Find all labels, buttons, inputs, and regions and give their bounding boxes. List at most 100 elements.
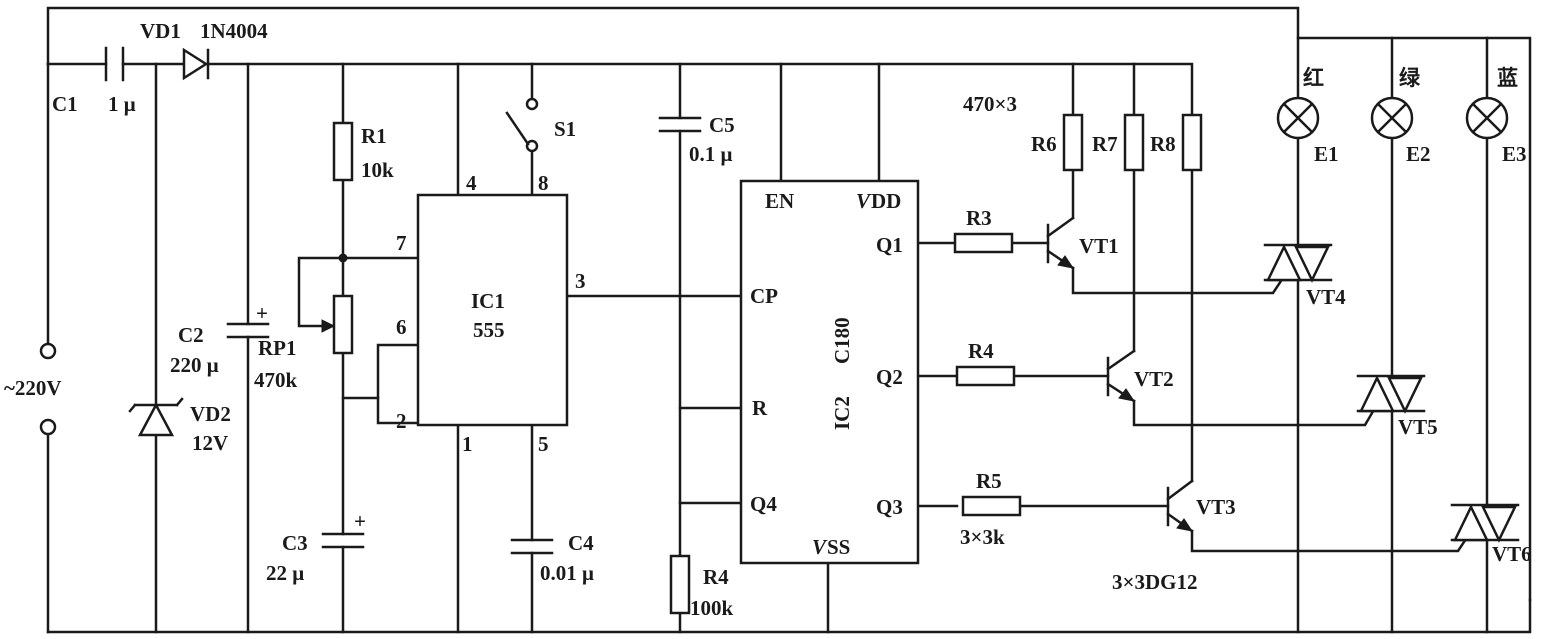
label-r1-value: 10k [361, 158, 394, 182]
label-vt6: VT6 [1492, 542, 1532, 566]
resistor-r6 [1062, 113, 1084, 172]
label-en: EN [765, 189, 794, 213]
resistor-r5 [961, 495, 1022, 517]
capacitor-c4 [510, 538, 554, 555]
label-pin6: 6 [396, 315, 407, 339]
label-supply: ~220V [4, 376, 62, 400]
resistor-r7 [1123, 113, 1145, 172]
label-ic1-type: 555 [473, 318, 505, 342]
label-r1: R1 [361, 124, 387, 148]
capacitor-c5 [658, 116, 702, 133]
capacitor-c2 [226, 322, 270, 339]
label-c5-value: 0.1 μ [689, 142, 733, 166]
label-ic1: IC1 [471, 289, 505, 313]
label-vdd-sub: DD [871, 189, 901, 213]
label-r8: R8 [1150, 132, 1176, 156]
label-pin8: 8 [538, 171, 549, 195]
label-r3: R3 [966, 206, 992, 230]
capacitor-c1 [104, 46, 125, 82]
label-c4-value: 0.01 μ [540, 561, 594, 585]
label-r4-value: 100k [690, 596, 734, 620]
label-c5: C5 [709, 113, 735, 137]
label-lamp-blue: 蓝 [1497, 66, 1518, 90]
triac-vt5 [1356, 374, 1426, 414]
resistor-r3 [953, 232, 1014, 254]
label-r6: R6 [1031, 132, 1057, 156]
label-lamp-green: 绿 [1399, 66, 1421, 90]
resistor-r1 [332, 121, 354, 182]
label-q1: Q1 [876, 233, 903, 257]
label-vt1: VT1 [1079, 234, 1119, 258]
potentiometer-rp1 [321, 294, 354, 355]
label-ic2: IC2 [830, 396, 854, 430]
resistor-r4-small [955, 365, 1016, 387]
label-e1: E1 [1314, 142, 1339, 166]
label-pin3: 3 [575, 269, 586, 293]
label-r678-value: 470×3 [963, 92, 1017, 116]
lamp-e3 [1465, 96, 1509, 140]
label-c3-value: 22 μ [266, 561, 304, 585]
triac-vt4 [1263, 243, 1333, 283]
ic2-c180-counter [739, 179, 920, 565]
label-vt2: VT2 [1134, 367, 1174, 391]
label-vt5: VT5 [1398, 415, 1438, 439]
label-vt4: VT4 [1306, 285, 1346, 309]
label-r-pin: R [752, 396, 768, 420]
label-rp1: RP1 [258, 336, 297, 360]
label-c2-plus: + [256, 301, 268, 325]
label-vt3: VT3 [1196, 495, 1236, 519]
label-q2: Q2 [876, 365, 903, 389]
label-r7: R7 [1092, 132, 1118, 156]
label-cp: CP [750, 284, 778, 308]
label-c3-plus: + [354, 509, 366, 533]
label-lamp-red: 红 [1303, 66, 1324, 90]
label-c4: C4 [568, 531, 594, 555]
labels: VD1 1N4004 C1 1 μ R1 10k S1 C5 0.1 μ 470… [4, 19, 1532, 620]
resistor-r4-100k [669, 554, 691, 615]
lamp-e2 [1370, 96, 1414, 140]
transistor-vt3 [1166, 479, 1194, 533]
lamp-e1 [1276, 96, 1320, 140]
label-vdd-v: V [856, 189, 872, 213]
label-pin5: 5 [538, 432, 549, 456]
switch-s1 [505, 97, 539, 153]
supply-terminals [39, 342, 57, 436]
triac-vt6 [1450, 503, 1520, 543]
label-r4-small: R4 [968, 339, 994, 363]
diode-vd1 [182, 47, 210, 81]
ic1-555-timer [416, 193, 569, 427]
label-c2-value: 220 μ [170, 353, 219, 377]
label-r4: R4 [703, 565, 729, 589]
junction-dots [338, 253, 348, 263]
label-c2: C2 [178, 323, 204, 347]
label-rp1-value: 470k [254, 368, 298, 392]
zener-diode-vd2 [128, 397, 184, 437]
label-q3: Q3 [876, 495, 903, 519]
label-c1-value: 1 μ [108, 92, 136, 116]
label-vd1: VD1 [140, 19, 181, 43]
label-transistor-type: 3×3DG12 [1112, 570, 1197, 594]
label-q4: Q4 [750, 492, 777, 516]
label-e3: E3 [1502, 142, 1527, 166]
transistor-vt1 [1046, 216, 1075, 270]
label-vd2-value: 12V [192, 431, 228, 455]
label-r345-value: 3×3k [960, 525, 1005, 549]
label-pin7: 7 [396, 231, 407, 255]
wires [46, 6, 1532, 634]
label-pin2: 2 [396, 409, 407, 433]
label-vd1-part: 1N4004 [200, 19, 268, 43]
label-c1: C1 [52, 92, 78, 116]
transistor-vt2 [1106, 349, 1136, 403]
label-vss-v: V [812, 535, 828, 559]
label-ic2-type: C180 [830, 317, 854, 364]
label-e2: E2 [1406, 142, 1431, 166]
label-vd2: VD2 [190, 402, 231, 426]
label-vss-sub: SS [827, 535, 850, 559]
label-r5: R5 [976, 469, 1002, 493]
resistor-r8 [1181, 113, 1203, 172]
label-s1: S1 [554, 117, 576, 141]
label-c3: C3 [282, 531, 308, 555]
capacitor-c3 [321, 532, 365, 549]
label-pin4: 4 [466, 171, 477, 195]
